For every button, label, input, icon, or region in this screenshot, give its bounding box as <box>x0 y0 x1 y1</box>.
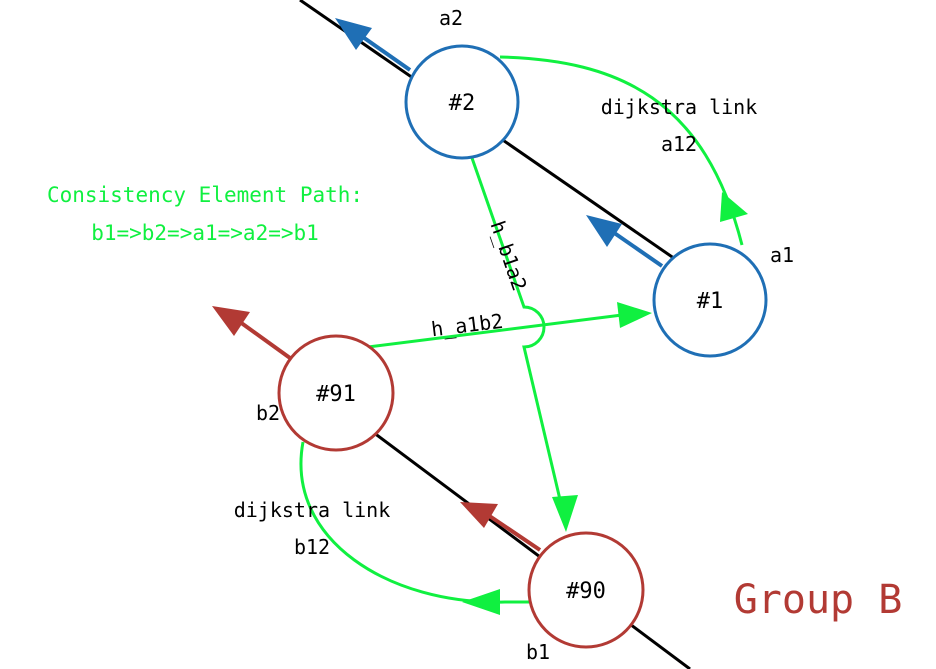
node-1[interactable]: #1 <box>652 242 768 358</box>
consistency-path: b1=>b2=>a1=>a2=>b1 <box>91 221 319 245</box>
endpoint-label-b2: b2 <box>256 401 280 425</box>
consistency-title: Consistency Element Path: <box>47 183 363 207</box>
endpoint-label-a1: a1 <box>770 243 794 267</box>
node-91-label: #91 <box>316 382 356 407</box>
node-2-label: #2 <box>449 91 476 116</box>
link-h-a1b2 <box>367 313 623 349</box>
dijkstra-link-a-label: dijkstra link <box>601 95 758 119</box>
node-90[interactable]: #90 <box>527 531 645 649</box>
dijkstra-link-a-name: a12 <box>661 132 697 156</box>
dijkstra-link-a-arrowhead <box>720 192 748 222</box>
endpoint-label-a2: a2 <box>439 6 463 30</box>
node-1-label: #1 <box>697 289 724 314</box>
node-91[interactable]: #91 <box>277 334 395 452</box>
link-h-b1a2-label: h_b1a2 <box>486 218 532 294</box>
link-h-a1b2-label: h_a1b2 <box>430 309 505 342</box>
dijkstra-link-b-name: b12 <box>294 535 330 559</box>
direction-arrow-a1 <box>586 215 664 268</box>
dijkstra-link-a <box>499 55 744 246</box>
track-line-b <box>329 398 691 669</box>
node-2[interactable]: #2 <box>404 44 520 160</box>
node-90-label: #90 <box>566 579 606 604</box>
link-h-b1a2 <box>470 157 568 526</box>
direction-arrow-b1 <box>460 502 542 552</box>
track-line-a <box>299 0 721 292</box>
direction-arrow-b2 <box>212 306 292 360</box>
link-h-b1a2-arrowhead <box>552 495 578 532</box>
endpoint-label-b1: b1 <box>526 640 550 664</box>
direction-arrow-a2 <box>335 18 412 72</box>
link-h-a1b2-arrowhead <box>617 302 652 328</box>
dijkstra-link-b-label: dijkstra link <box>234 498 391 522</box>
group-label: Group B <box>734 577 903 623</box>
dijkstra-link-b-arrowhead <box>462 589 500 615</box>
